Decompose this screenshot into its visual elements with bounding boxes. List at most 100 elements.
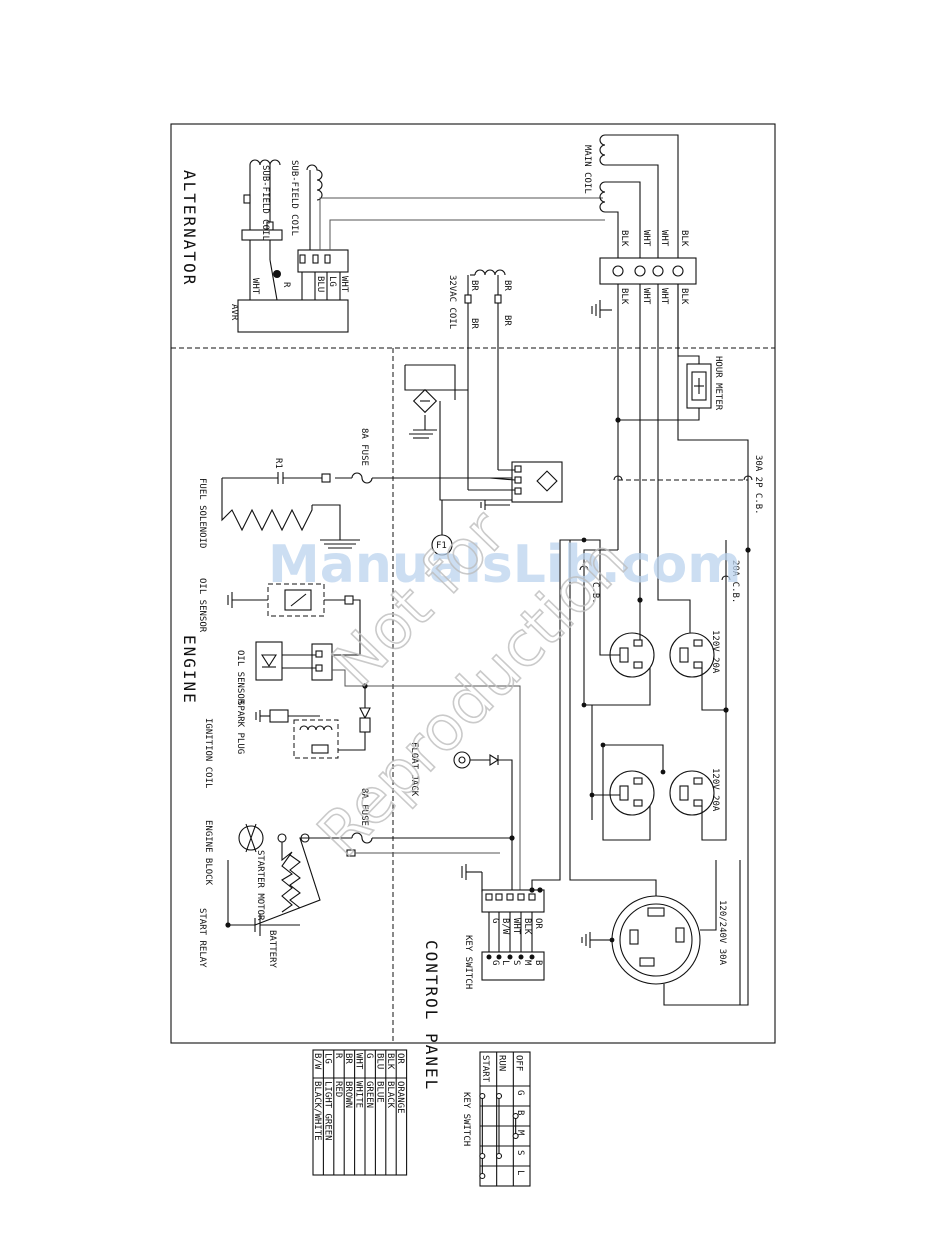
watermark-site: ManualsLib.com [268, 535, 741, 595]
fuel-solenoid-coil [221, 478, 313, 532]
key-switch-col-label: M [515, 1130, 525, 1136]
ignition-coil [293, 719, 339, 759]
sub-field-coil-label-a: SUB-FIELD COIL [260, 165, 270, 241]
color-legend-frame [312, 1049, 408, 1176]
hour-meter-label: HOUR METER [713, 356, 723, 411]
color-legend-code: BR [343, 1053, 353, 1064]
fuse-top-label: 8A FUSE [359, 428, 369, 466]
key-switch-label: KEY SWITCH [463, 935, 473, 989]
ks-wire-blk: BLK [522, 918, 532, 935]
spark-plug [269, 709, 289, 723]
ks-term-s: S [511, 960, 521, 965]
breaker-20a-label: 20A C.B. [730, 560, 740, 603]
section-engine: ENGINE [180, 635, 199, 705]
outlet-120v-a-label: 120V 20A [710, 630, 720, 674]
fuse-bottom-label: 8A FUSE [359, 788, 369, 826]
wire-r1: R [281, 282, 291, 288]
oil-sensor-diode [255, 641, 283, 681]
sub-field-coil-label-b: SUB-FIELD COIL [289, 160, 299, 236]
color-legend-code: BLK [385, 1053, 395, 1070]
spark-plug-label: SPARK PLUG [235, 700, 245, 754]
color-legend-name: WHITE [354, 1081, 364, 1108]
color-legend-name: LIGHT GREEN [322, 1081, 332, 1141]
key-switch-col-label: S [515, 1150, 525, 1155]
wire-br2: BR [469, 318, 479, 329]
wire-blk-low-b: BLK [679, 288, 689, 305]
engine-block-label: ENGINE BLOCK [203, 820, 213, 886]
key-switch-col-label: B [515, 1110, 525, 1115]
diagram-frame [170, 123, 776, 1044]
main-coil-winding-a [599, 134, 606, 166]
color-legend-name: BLUE [374, 1081, 384, 1103]
key-switch-contact [495, 1152, 503, 1160]
outlet-120v-b [609, 770, 715, 816]
key-switch-row-label: START [480, 1055, 490, 1083]
wire-wht1: WHT [250, 278, 260, 295]
oil-sensor-label-a: OIL SENSOR [197, 578, 207, 633]
wire-lg: LG [327, 276, 337, 287]
outlet-120v-a [609, 632, 715, 678]
ks-wire-bw: B/W [500, 918, 510, 935]
avr-terminal-strip [297, 249, 349, 273]
fuel-solenoid-label: FUEL SOLENOID [197, 478, 207, 548]
color-legend-name: BLACK [385, 1081, 395, 1109]
coil-32vac-label: 32VAC COIL [447, 275, 457, 329]
wire-wht-top-a: WHT [641, 230, 651, 247]
key-switch-contact [479, 1172, 486, 1180]
coil-32vac-winding [474, 269, 506, 276]
color-legend-code: LG [322, 1053, 332, 1064]
key-switch-table-frame [479, 1051, 531, 1187]
color-legend-name: ORANGE [395, 1081, 405, 1114]
key-switch-contact [512, 1132, 519, 1140]
ks-wire-wht: WHT [511, 918, 521, 935]
section-control-panel: CONTROL PANEL [422, 940, 441, 1091]
wire-wht-top-b: WHT [659, 230, 669, 247]
color-legend-code: OR [395, 1053, 405, 1064]
starter-motor-coil [281, 842, 293, 913]
breaker-30a-label: 30A 2P C.B. [753, 455, 763, 515]
ks-term-m: M [522, 960, 532, 966]
key-switch-row-label: RUN [497, 1055, 507, 1071]
key-switch-col-label: L [515, 1170, 525, 1175]
wire-blk-top-b: BLK [679, 230, 689, 247]
wire-br4: BR [502, 315, 512, 326]
wire-br1: BR [469, 280, 479, 291]
main-coil-label: MAIN COIL [582, 145, 592, 194]
outlet-120v-b-label: 120V 20A [710, 768, 720, 812]
color-legend-code: B/W [312, 1053, 322, 1070]
color-legend-code: G [364, 1053, 374, 1058]
main-coil-winding-b [599, 181, 606, 213]
starter-motor-label: STARTER MOTOR [255, 850, 265, 921]
key-switch-col-label: G [515, 1090, 525, 1095]
color-legend-code: BLU [374, 1053, 384, 1069]
color-legend-name: BROWN [343, 1081, 353, 1108]
float-jack-label: FLOAT JACK [409, 742, 419, 797]
avr-block [237, 299, 349, 333]
color-legend-code: WHT [354, 1053, 364, 1070]
r1-label: R1 [273, 458, 283, 469]
color-legend: OR ORANGE BLK BLACK BLU BLUE G GREEN WHT WHITE BR B… [312, 1049, 408, 1176]
breaker-cb-label: C.B. [590, 582, 600, 604]
ignition-coil-label: IGNITION COIL [203, 718, 213, 788]
battery-label: BATTERY [267, 930, 277, 969]
key-switch-table-title: KEY SWITCH [461, 1092, 471, 1146]
key-switch-contact [479, 1152, 486, 1160]
f1-label: F1 [436, 541, 447, 551]
sub-field-connector [241, 229, 283, 241]
terminal-knot [273, 270, 281, 278]
key-switch-contact [512, 1112, 519, 1120]
color-legend-name: RED [333, 1081, 343, 1097]
ks-wire-or: OR [533, 918, 543, 929]
sub-field-coil-a-winding [249, 159, 281, 166]
color-legend-name: GREEN [364, 1081, 374, 1108]
wire-wht-low-a: WHT [641, 288, 651, 305]
wire-blk-top: BLK [619, 230, 629, 247]
wire-wht2: WHT [339, 276, 349, 293]
color-legend-name: BLACK/WHITE [312, 1081, 322, 1141]
key-switch-contact [479, 1092, 486, 1100]
section-alternator: ALTERNATOR [180, 170, 199, 286]
key-switch-contact [495, 1092, 503, 1100]
key-switch-connector [481, 889, 545, 913]
